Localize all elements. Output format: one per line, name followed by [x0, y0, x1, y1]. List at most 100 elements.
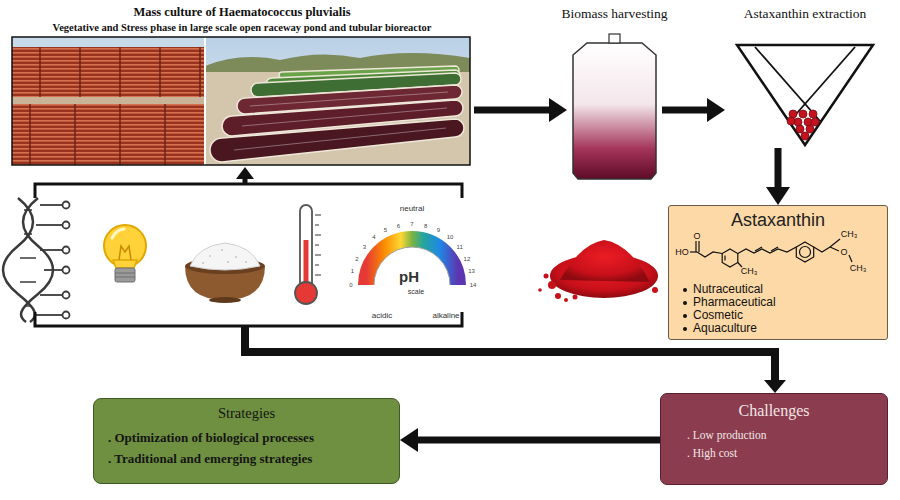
- bioreactor-support: [30, 47, 200, 165]
- bioreactor-support: [29, 104, 31, 165]
- pond-sky: [205, 37, 470, 165]
- ph-alkaline-label: alkaline: [432, 312, 459, 320]
- chemical-structure: [814, 247, 830, 252]
- node-heading: Mass culture of Haematococcus pluvialis: [10, 5, 474, 20]
- pigment-bead: [809, 110, 817, 118]
- factor-bracket: [35, 184, 462, 198]
- ph-acidic-label: acidic: [372, 312, 392, 320]
- light-bulb-icon: [115, 268, 135, 282]
- node-text: . Low production: [661, 426, 887, 444]
- flow-arrow: [474, 107, 549, 114]
- pigment-bead: [787, 117, 795, 125]
- salt-bowl-icon: [245, 261, 247, 263]
- pond-divider: [250, 92, 448, 106]
- sky: [12, 37, 470, 165]
- bioreactor-support: [119, 104, 121, 165]
- factor-bracket: [35, 184, 462, 326]
- filter-line: [755, 47, 820, 121]
- dna-icon: [20, 281, 36, 283]
- pigment-bead: [801, 132, 809, 140]
- ph-value: 2: [355, 256, 358, 262]
- node-heading: Astaxanthin: [669, 210, 887, 231]
- culture-photo-panel: Mass culture of Haematococcus pluvialisV…: [10, 3, 474, 166]
- funnel-shape: [725, 3, 885, 148]
- ph-value: 5: [384, 227, 387, 233]
- thermometer-icon: [315, 214, 321, 215]
- node-text: Cosmetic: [669, 309, 887, 322]
- astaxanthin-powder: [538, 288, 542, 292]
- light-bulb-icon: [104, 225, 146, 267]
- chemical-structure: [849, 255, 852, 262]
- bioreactor-support: [79, 47, 81, 97]
- dna-icon: [21, 198, 53, 322]
- chemical-structure: [796, 242, 813, 262]
- dna-icon: [63, 222, 70, 229]
- ph-value: 1: [351, 268, 354, 274]
- chemical-structure: [738, 247, 797, 254]
- flow-arrow: [775, 148, 782, 187]
- node-heading: Strategies: [94, 405, 399, 422]
- pigment-bead: [799, 110, 807, 118]
- ph-value: 8: [424, 223, 427, 229]
- node-heading: Astaxanthin extraction: [744, 6, 867, 22]
- dna-icon: [63, 292, 70, 299]
- dna-icon: [44, 269, 62, 271]
- dna-icon: [36, 224, 62, 226]
- chemical-structure: [698, 241, 699, 252]
- chemical-structure: [695, 241, 696, 252]
- factor-arrow: [236, 167, 254, 179]
- bioreactor-support: [119, 47, 121, 97]
- bioreactor-support: [199, 47, 201, 97]
- ph-value: 6: [397, 223, 400, 229]
- pond-divider: [234, 92, 448, 150]
- dna-icon: [20, 257, 36, 259]
- salt-bowl-icon: [209, 297, 241, 303]
- chemical-structure: [738, 263, 742, 268]
- node-text: Aquaculture: [669, 322, 887, 335]
- ph-value: 13: [468, 268, 475, 274]
- bioreactor-ground: [12, 37, 205, 165]
- dna-icon: [3, 198, 35, 322]
- chemical-structure: [724, 256, 725, 261]
- dna-icon: [34, 314, 62, 316]
- dna-icon: [34, 205, 62, 315]
- flow-arrow: [418, 437, 660, 444]
- bioreactor-support: [164, 104, 166, 165]
- thermometer-icon: [300, 205, 312, 289]
- pond-divider: [234, 128, 446, 150]
- ph-value: 7: [410, 221, 413, 227]
- bag-shape: [567, 3, 662, 183]
- ph-value: 14: [470, 282, 477, 288]
- pigment-bead: [806, 125, 814, 133]
- ph-scale-icon: [366, 239, 458, 285]
- ph-symbol: pH: [399, 269, 419, 284]
- ph-value: 10: [447, 234, 454, 240]
- light-bulb-icon: [104, 225, 146, 282]
- chemical-structure: [755, 247, 762, 251]
- ph-scale-icon: [374, 247, 450, 285]
- astaxanthin-powder: [652, 287, 658, 293]
- salt-bowl-icon: [202, 249, 247, 264]
- chemical-structure: [722, 249, 738, 267]
- ph-value: 11: [457, 244, 463, 250]
- filter-line: [790, 47, 855, 121]
- thermometer-icon: [315, 274, 321, 275]
- ph-value: 9: [437, 227, 440, 233]
- dna-icon: [63, 202, 70, 209]
- dna-icon: [63, 267, 70, 274]
- chemical-structure: [690, 239, 852, 267]
- salt-bowl-icon: [190, 243, 260, 270]
- harvest-bag: Biomass harvesting: [567, 3, 662, 183]
- photo-divider: [204, 37, 206, 165]
- light-bulb-icon: [113, 260, 137, 268]
- chemical-structure: [771, 247, 778, 251]
- bioreactor-support: [74, 104, 76, 165]
- bioreactor-support: [159, 47, 161, 97]
- node-text: Nutraceutical: [669, 283, 887, 296]
- node-heading: Biomass harvesting: [561, 6, 667, 22]
- dna-icon: [3, 198, 70, 322]
- challenge-box: Challenges. Low production. High cost: [660, 393, 888, 485]
- factor-arrow: [243, 178, 248, 185]
- astaxanthin-powder: [538, 274, 658, 303]
